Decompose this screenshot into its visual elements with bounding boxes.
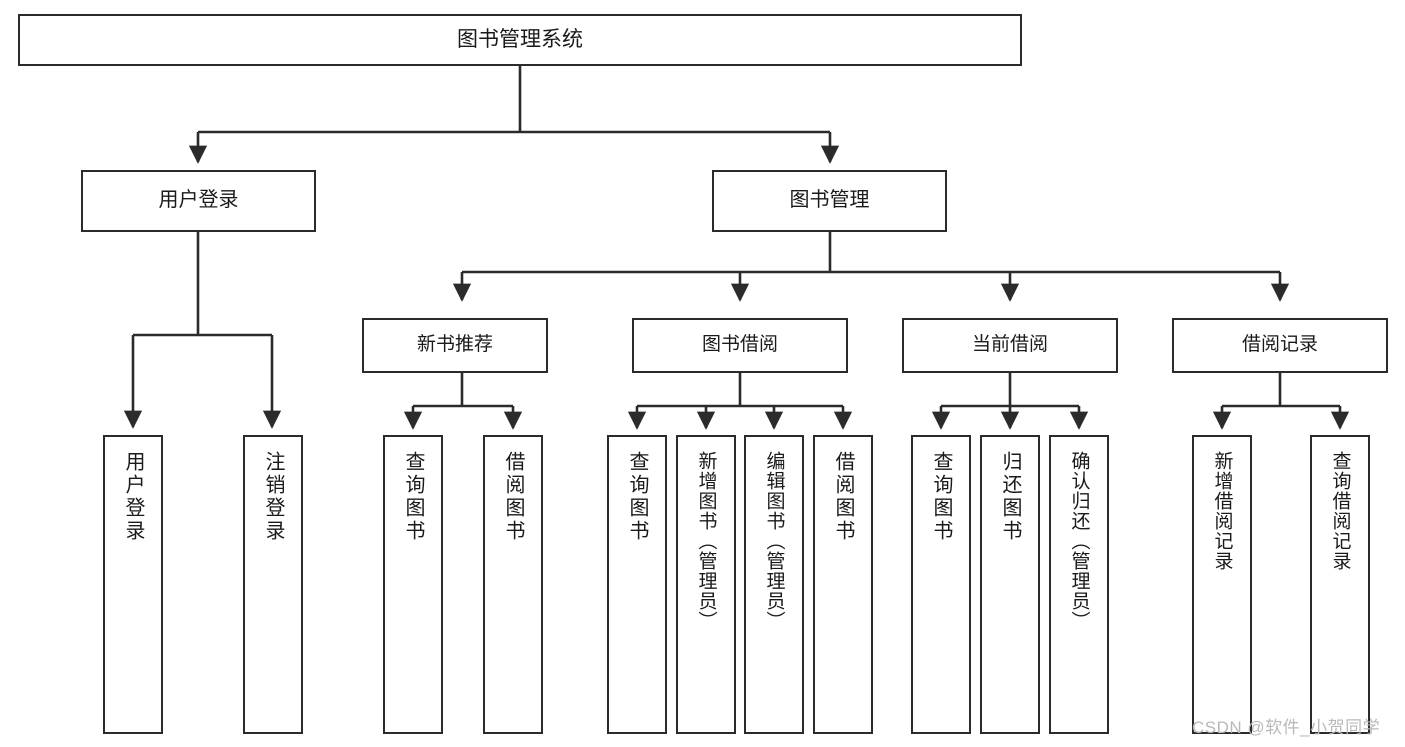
node-label: 图书借阅 (701, 334, 778, 356)
leaf-book-borrow-edit[interactable]: 编辑图书（管理员） (744, 435, 804, 734)
node-label: 确认归还（管理员） (1068, 451, 1090, 631)
node-label: 当前借阅 (971, 334, 1048, 356)
node-book-borrow[interactable]: 图书借阅 (632, 318, 848, 373)
node-label: 图书管理 (789, 189, 870, 212)
leaf-book-borrow-borrow[interactable]: 借阅图书 (813, 435, 873, 734)
leaf-book-borrow-query[interactable]: 查询图书 (607, 435, 667, 734)
node-label: 注销登录 (262, 451, 284, 543)
leaf-user-login-login[interactable]: 用户登录 (103, 435, 163, 734)
node-label: 图书管理系统 (457, 27, 583, 51)
node-label: 查询借阅记录 (1329, 451, 1351, 571)
leaf-current-borrow-query[interactable]: 查询图书 (911, 435, 971, 734)
node-label: 查询图书 (930, 451, 952, 543)
leaf-borrow-record-add[interactable]: 新增借阅记录 (1192, 435, 1252, 734)
node-label: 编辑图书（管理员） (763, 451, 785, 631)
node-label: 借阅图书 (832, 451, 854, 543)
leaf-current-borrow-confirm[interactable]: 确认归还（管理员） (1049, 435, 1109, 734)
node-user-login[interactable]: 用户登录 (81, 170, 316, 232)
node-borrow-record[interactable]: 借阅记录 (1172, 318, 1388, 373)
leaf-current-borrow-return[interactable]: 归还图书 (980, 435, 1040, 734)
node-label: 新书推荐 (416, 334, 493, 356)
leaf-new-book-query[interactable]: 查询图书 (383, 435, 443, 734)
node-label: 归还图书 (999, 451, 1021, 543)
leaf-new-book-borrow[interactable]: 借阅图书 (483, 435, 543, 734)
leaf-borrow-record-query[interactable]: 查询借阅记录 (1310, 435, 1370, 734)
node-label: 用户登录 (158, 189, 239, 212)
node-label: 查询图书 (402, 451, 424, 543)
node-book-management[interactable]: 图书管理 (712, 170, 947, 232)
node-new-book-recommend[interactable]: 新书推荐 (362, 318, 548, 373)
node-label: 借阅记录 (1241, 334, 1318, 356)
node-current-borrow[interactable]: 当前借阅 (902, 318, 1118, 373)
node-label: 查询图书 (626, 451, 648, 543)
leaf-book-borrow-add[interactable]: 新增图书（管理员） (676, 435, 736, 734)
node-root-system[interactable]: 图书管理系统 (18, 14, 1022, 66)
node-label: 用户登录 (122, 451, 144, 543)
node-label: 新增图书（管理员） (695, 451, 717, 631)
node-label: 新增借阅记录 (1211, 451, 1233, 571)
leaf-user-login-logout[interactable]: 注销登录 (243, 435, 303, 734)
node-label: 借阅图书 (502, 451, 524, 543)
